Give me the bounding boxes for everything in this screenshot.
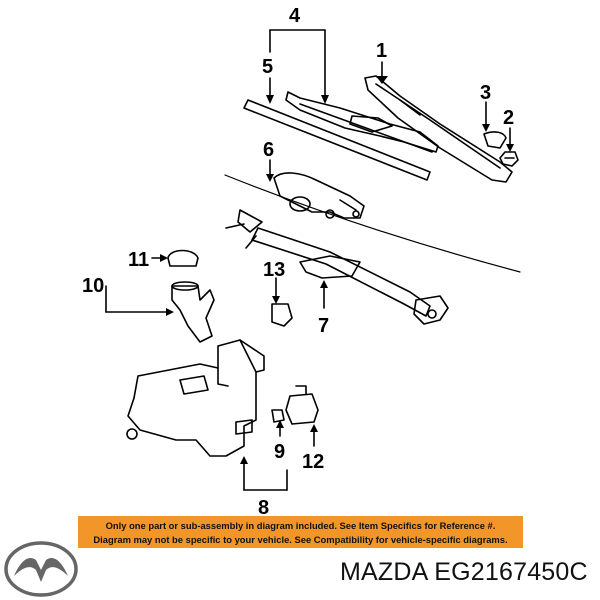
notice-line-1: Only one part or sub-assembly in diagram… [105, 520, 496, 531]
arrowheads [160, 76, 514, 464]
compatibility-notice: Only one part or sub-assembly in diagram… [78, 516, 523, 548]
filler-neck [171, 281, 215, 343]
callout-1: 1 [376, 40, 387, 62]
callout-3: 3 [480, 82, 491, 104]
wiper-linkage [225, 209, 449, 325]
grommet [271, 303, 293, 327]
callout-7: 7 [318, 315, 329, 337]
callout-numbers: 4 5 1 3 2 6 11 10 13 7 9 12 8 [82, 5, 514, 519]
washer-pump [285, 385, 319, 425]
notice-line-2: Diagram may not be specific to your vehi… [93, 534, 508, 545]
wiper-motor [273, 172, 365, 219]
leader-lines [105, 29, 511, 491]
pump-grommet [271, 409, 285, 423]
wiper-blade [243, 91, 439, 181]
callout-13: 13 [263, 259, 285, 281]
callout-10: 10 [82, 275, 104, 297]
callout-8: 8 [258, 497, 269, 519]
callout-9: 9 [274, 441, 285, 463]
wiper-arm [364, 75, 513, 183]
callout-12: 12 [302, 451, 324, 473]
arm-cap [483, 131, 507, 149]
mazda-logo-icon [4, 541, 78, 597]
callout-4: 4 [289, 5, 301, 27]
callout-2: 2 [503, 107, 514, 129]
pivot-nut [499, 151, 519, 167]
callout-5: 5 [262, 56, 273, 78]
callout-11: 11 [128, 249, 149, 271]
cowl-outline [224, 174, 521, 273]
product-label: MAZDA EG2167450C [340, 558, 588, 586]
filler-cap [167, 249, 199, 267]
washer-reservoir [126, 339, 265, 457]
callout-6: 6 [263, 139, 274, 161]
